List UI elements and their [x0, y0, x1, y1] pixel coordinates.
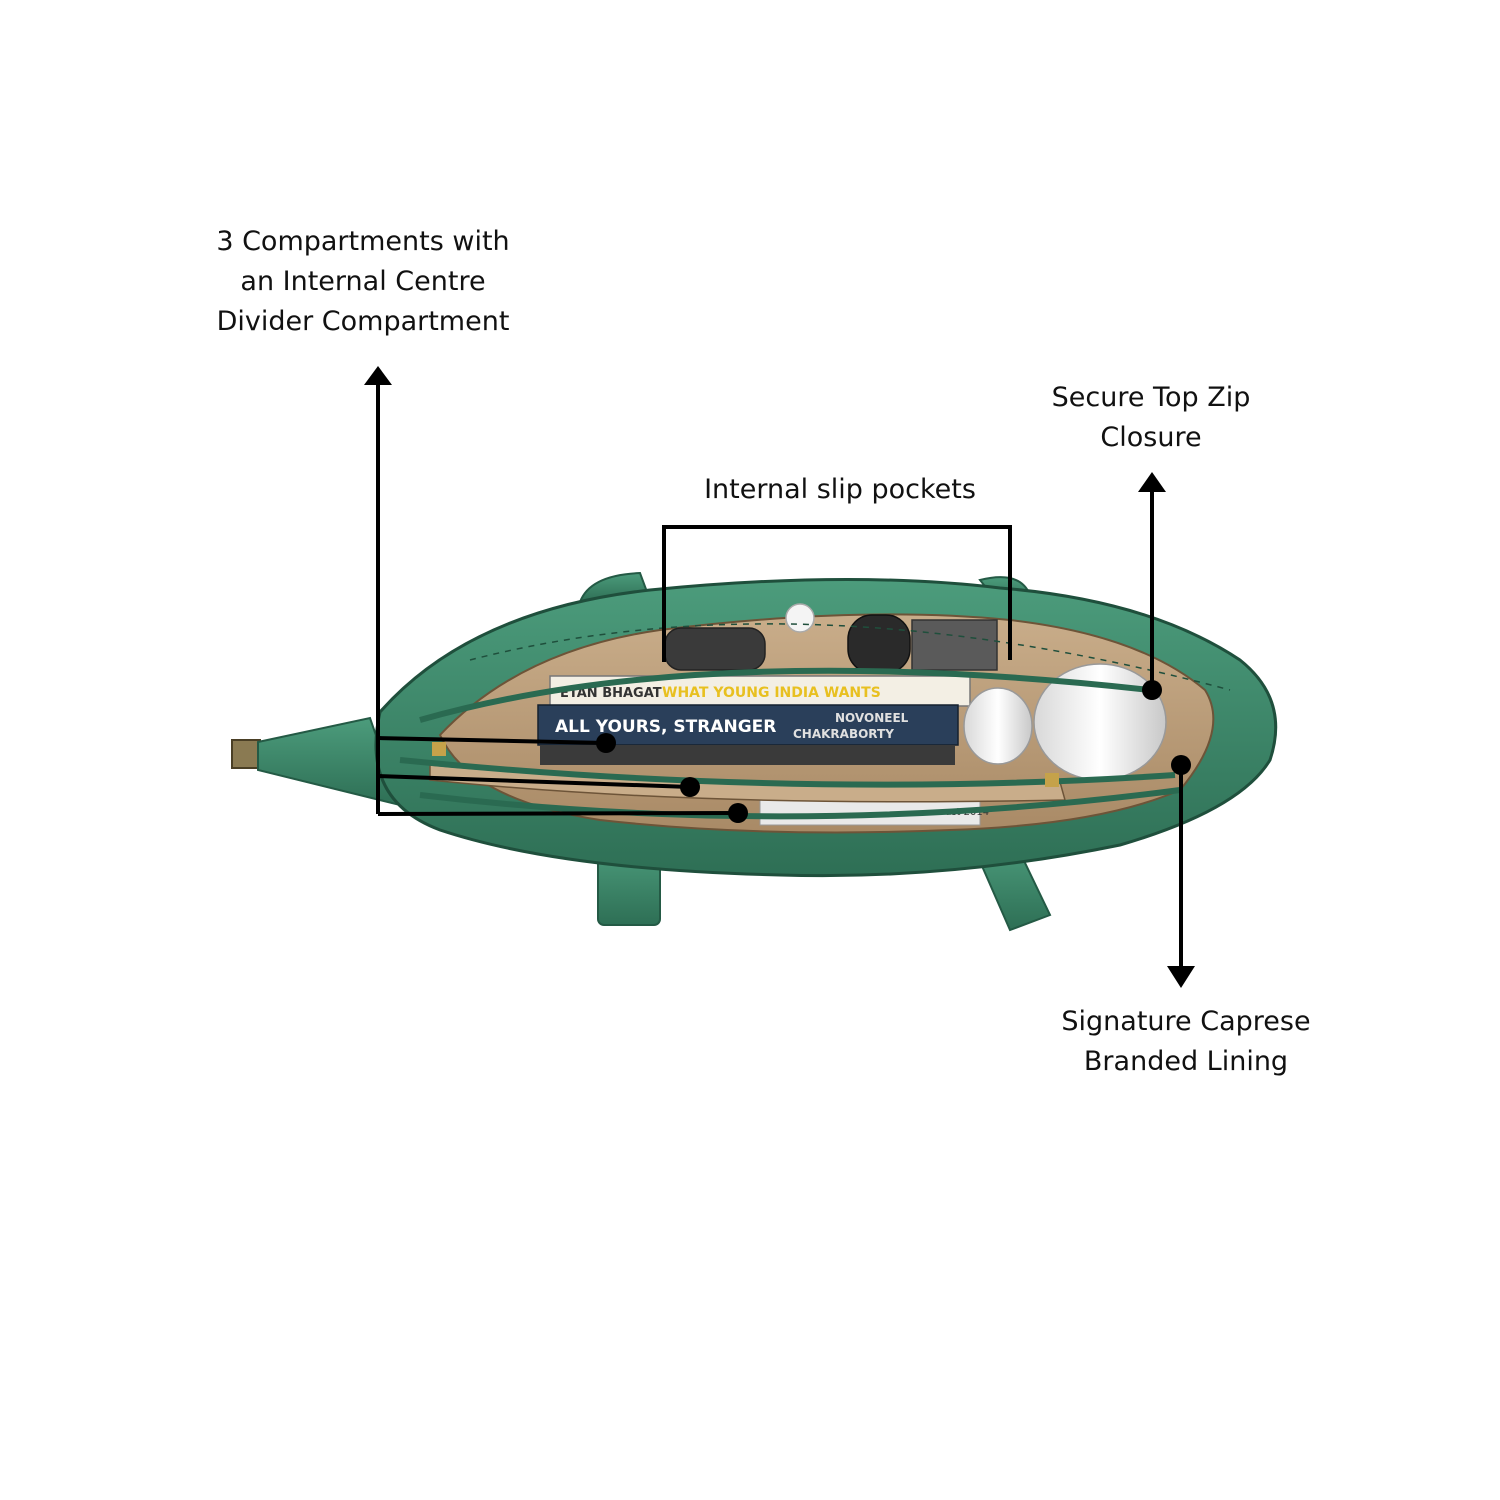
- compartments-line-1: 3 Compartments with: [216, 226, 510, 257]
- callout-compartments-label: 3 Compartments with an Internal Centre D…: [180, 222, 546, 342]
- compartments-line-2: an Internal Centre: [240, 266, 486, 297]
- callout-slip-pockets-bracket: [662, 525, 1012, 662]
- device-case: [911, 619, 998, 671]
- callout-lining-label: Signature Caprese Branded Lining: [1020, 1002, 1352, 1082]
- book-main-author-2: CHAKRABORTY: [793, 727, 894, 741]
- lining-arrowhead: [1167, 966, 1195, 988]
- compartments-dot-3: [728, 803, 748, 823]
- dark-pouch: [664, 627, 766, 671]
- black-bottle: [847, 614, 911, 674]
- callout-lining-lines: [1167, 755, 1195, 988]
- lining-line-2: Branded Lining: [1083, 1046, 1289, 1077]
- rim-stitching: [469, 623, 1231, 691]
- small-bottle-cap: [785, 603, 815, 633]
- compartments-dot-2: [680, 777, 700, 797]
- slip-pockets-line-1: Internal slip pockets: [704, 474, 976, 505]
- callout-top-zip-lines: [1138, 472, 1166, 700]
- zip-track-middle: [399, 757, 1176, 788]
- book-top-author: ETAN BHAGAT: [560, 686, 662, 701]
- top-zip-line-2: Closure: [1100, 422, 1202, 453]
- callout-slip-pockets-label: Internal slip pockets: [660, 470, 1020, 510]
- book-top-title: WHAT YOUNG INDIA WANTS: [662, 685, 881, 701]
- compartments-branch-3: [377, 811, 739, 816]
- top-zip-dot: [1142, 680, 1162, 700]
- slip-pockets-bracket-line: [662, 525, 1012, 662]
- top-zip-arrowhead: [1138, 472, 1166, 492]
- top-zip-line-1: Secure Top Zip: [1051, 382, 1251, 413]
- book-stack-lower: [540, 745, 955, 765]
- book-main-title: ALL YOURS, STRANGER: [555, 717, 776, 737]
- zip-puller-1: [432, 742, 446, 756]
- compartments-arrowhead: [364, 366, 392, 385]
- compartments-branch-2: [377, 774, 691, 789]
- zip-track-bottom: [419, 787, 1181, 820]
- compartments-line-3: Divider Compartment: [216, 306, 510, 337]
- lining-line-1: Signature Caprese: [1061, 1006, 1311, 1037]
- zip-track-top: [419, 667, 1151, 723]
- zip-pull-tab: [231, 739, 261, 769]
- white-jar-small: [963, 687, 1033, 765]
- book-main-author-1: NOVONEEL: [835, 711, 909, 725]
- handbag-illustration: ETAN BHAGAT WHAT YOUNG INDIA WANTS ALL Y…: [231, 571, 1278, 932]
- callout-top-zip-label: Secure Top Zip Closure: [1010, 378, 1292, 458]
- compartments-branch-1: [377, 736, 607, 745]
- compartments-dot-1: [596, 733, 616, 753]
- callout-compartments-lines: [364, 366, 748, 823]
- zip-puller-2: [1045, 773, 1059, 787]
- lining-dot: [1171, 755, 1191, 775]
